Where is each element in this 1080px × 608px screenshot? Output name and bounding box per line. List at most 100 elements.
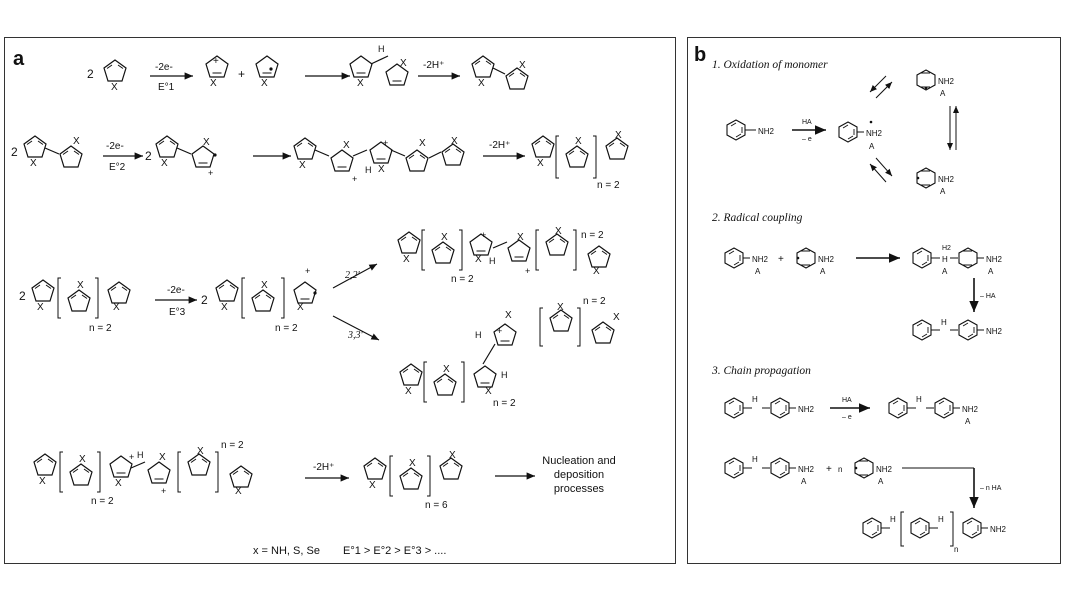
heteroatom-label: X xyxy=(441,232,448,243)
repeat-n2: n = 2 xyxy=(451,274,474,285)
bridging-nh: H xyxy=(752,395,758,404)
bridging-nh: H xyxy=(890,515,896,524)
coupling-path-22: 2,2' xyxy=(345,270,361,281)
heteroatom-label: X xyxy=(403,254,410,265)
iminium-group: NH2 xyxy=(876,465,893,474)
heteroatom-label: X xyxy=(369,480,376,491)
heteroatom-label: X xyxy=(115,478,122,489)
counter-anion: A xyxy=(940,187,946,196)
row3-trimer-oxidation: 2 X X n = 2 X -2e- E°3 2 X X n = 2 X + xyxy=(19,226,620,409)
heteroatom-label: X xyxy=(159,452,166,463)
proton-loss-label: -2H⁺ xyxy=(313,462,334,473)
heteroatom-label: X xyxy=(113,302,120,313)
amine-group: NH2 xyxy=(798,405,815,414)
h-label: H xyxy=(365,165,372,175)
electron-loss-label: -2e- xyxy=(106,141,124,152)
heteroatom-label: X xyxy=(555,226,562,237)
counter-anion: A xyxy=(755,267,761,276)
heteroatom-label: X xyxy=(261,280,268,291)
coefficient: 2 xyxy=(145,149,152,163)
h-label: H xyxy=(475,330,482,340)
heteroatom-label: X xyxy=(537,158,544,169)
coefficient: 2 xyxy=(19,289,26,303)
bridging-nh: H xyxy=(938,515,944,524)
plus-sign: + xyxy=(778,254,784,265)
potential-order: E°1 > E°2 > E°3 > .... xyxy=(343,545,446,557)
plus-sign: + xyxy=(238,67,245,81)
repeat-n2: n = 2 xyxy=(275,323,298,334)
potential-e1: E°1 xyxy=(158,82,175,93)
iminium-group: NH2 xyxy=(938,77,955,86)
row4-deprotonation: X X n = 2 X + H X + X n = 2 X -2H⁺ X xyxy=(33,440,616,511)
heteroatom-label: X xyxy=(615,130,622,141)
n-coefficient: n xyxy=(838,465,842,474)
ammonium-h2: H2 xyxy=(942,245,951,252)
h-label: H xyxy=(489,256,496,266)
heteroatom-label: X xyxy=(517,232,524,243)
bridging-nh: H xyxy=(752,455,758,464)
panel-b-letter: b xyxy=(694,44,707,66)
heteroatom-label: X xyxy=(343,140,350,151)
cation-charge: + xyxy=(129,452,134,462)
nucleation-line-2: deposition xyxy=(554,469,604,481)
coefficient: 2 xyxy=(11,145,18,159)
step-3-heading: 3. Chain propagation xyxy=(711,365,811,377)
radical-cation-group: NH2 xyxy=(866,129,883,138)
repeat-n2: n = 2 xyxy=(583,296,606,307)
heteroatom-label: X xyxy=(73,136,80,147)
amine-group: NH2 xyxy=(986,327,1003,336)
heteroatom-label: X xyxy=(613,312,620,323)
counter-anion: A xyxy=(820,267,826,276)
repeat-n2: n = 2 xyxy=(581,230,604,241)
coefficient: 2 xyxy=(201,293,208,307)
panel-a-letter: a xyxy=(13,48,25,70)
radical-cation-group: NH2 xyxy=(798,465,815,474)
heteroatom-label: X xyxy=(79,454,86,465)
repeat-n2: n = 2 xyxy=(91,496,114,507)
nucleation-line-3: processes xyxy=(554,483,605,495)
radical-cation-group: NH2 xyxy=(752,255,769,264)
counter-anion: A xyxy=(878,477,884,486)
electron-loss-label: – e xyxy=(802,136,812,143)
heteroatom-label: X xyxy=(405,386,412,397)
panel-a-scheme: 2 X -2e- E°1 X + + X X H X -2H⁺ X xyxy=(11,44,629,557)
iminium-group: NH2 xyxy=(818,255,835,264)
heteroatom-label: X xyxy=(451,136,458,147)
cation-charge: + xyxy=(525,266,530,276)
row1-monomer-oxidation: 2 X -2e- E°1 X + + X X H X -2H⁺ X xyxy=(87,44,529,93)
cation-charge: + xyxy=(383,138,388,148)
coefficient: 2 xyxy=(87,67,94,81)
heteroatom-label: X xyxy=(357,78,364,89)
cation-charge: + xyxy=(208,168,213,178)
heteroatom-label: X xyxy=(261,78,268,89)
h-label: H xyxy=(378,44,385,54)
counter-anion: A xyxy=(988,267,994,276)
bridging-n: H xyxy=(942,255,948,264)
counter-anion: A xyxy=(940,89,946,98)
cation-charge: + xyxy=(213,56,219,67)
nucleation-line-1: Nucleation and xyxy=(542,455,615,467)
amine-group: NH2 xyxy=(758,127,775,136)
heteroatom-label: X xyxy=(210,78,217,89)
counter-anion: A xyxy=(801,477,807,486)
heteroatom-label: X xyxy=(519,60,526,71)
cation-charge: + xyxy=(497,326,502,336)
heteroatom-definition: x = NH, S, Se xyxy=(253,545,320,557)
cation-charge: + xyxy=(305,266,310,276)
radical-cation-group: NH2 xyxy=(962,405,979,414)
counter-anion: A xyxy=(869,142,875,151)
heteroatom-label: X xyxy=(203,137,210,148)
heteroatom-label: X xyxy=(39,476,46,487)
repeat-n6: n = 6 xyxy=(425,500,448,511)
repeat-n2: n = 2 xyxy=(597,180,620,191)
h-label: H xyxy=(501,370,508,380)
repeat-n2: n = 2 xyxy=(89,323,112,334)
heteroatom-label: X xyxy=(485,386,492,397)
panel-b: b 1. Oxidation of monomer NH2 HA – e NH2… xyxy=(687,37,1061,564)
counter-anion: A xyxy=(942,267,948,276)
heteroatom-label: X xyxy=(475,254,482,265)
potential-e3: E°3 xyxy=(169,307,186,318)
heteroatom-label: X xyxy=(77,280,84,291)
acid-label: HA xyxy=(802,119,812,126)
panel-b-scheme: 1. Oxidation of monomer NH2 HA – e NH2 A… xyxy=(711,59,1007,554)
